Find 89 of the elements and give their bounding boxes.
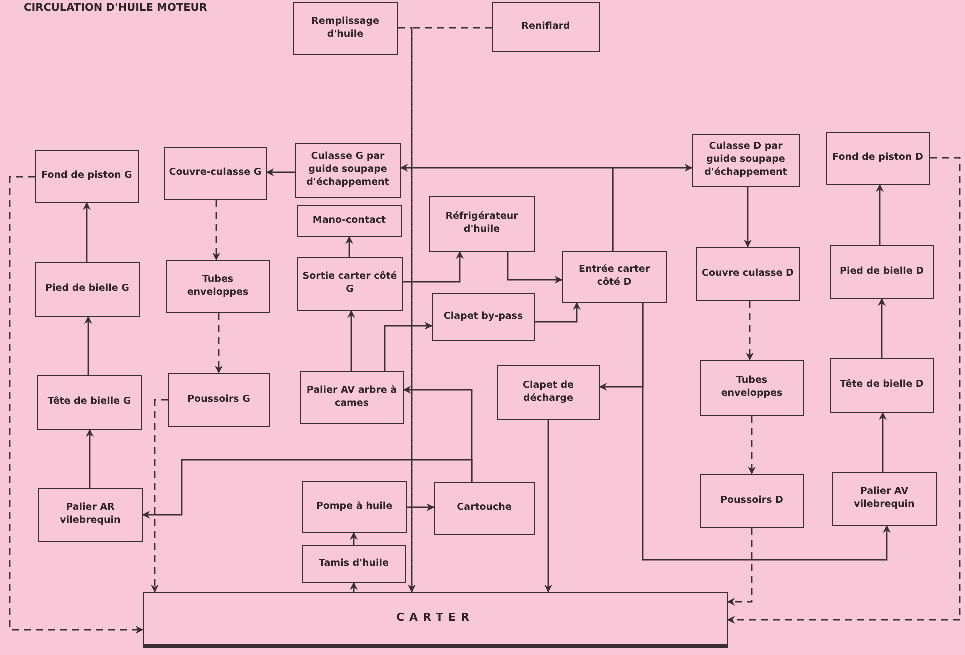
component-box bbox=[696, 247, 800, 301]
box-label: Palier AR vilebrequin bbox=[59, 502, 122, 528]
arrow bbox=[879, 412, 887, 472]
component-box bbox=[830, 245, 934, 299]
component-box bbox=[297, 205, 402, 237]
arrow bbox=[507, 252, 563, 284]
component-box bbox=[692, 134, 800, 187]
dashed-arrow bbox=[408, 27, 492, 593]
component-box bbox=[432, 293, 535, 341]
box-label: Poussoirs G bbox=[188, 394, 250, 406]
arrow bbox=[744, 187, 752, 248]
box-label: Réfrigérateur d'huile bbox=[444, 211, 520, 237]
component-box bbox=[293, 2, 398, 55]
box-label: Tamis d'huile bbox=[319, 558, 389, 570]
box-label: Poussoirs D bbox=[720, 494, 784, 508]
component-box bbox=[830, 358, 934, 413]
box-label: Pied de bielle G bbox=[46, 283, 130, 296]
component-box bbox=[826, 132, 930, 185]
component-box bbox=[302, 545, 406, 583]
box-label: CARTER bbox=[396, 611, 475, 626]
box-label: Tubes enveloppes bbox=[186, 274, 250, 300]
box-label: Tubes enveloppes bbox=[720, 375, 784, 401]
box-label: Sortie carter côté G bbox=[302, 271, 398, 297]
arrow bbox=[384, 322, 433, 371]
diagram-title: CIRCULATION D'HUILE MOTEUR bbox=[24, 2, 208, 16]
component-box bbox=[168, 373, 270, 427]
box-label: Entrée carter côté D bbox=[578, 264, 652, 290]
arrow bbox=[346, 236, 354, 257]
arrow bbox=[612, 164, 693, 251]
box-label: Couvre culasse D bbox=[702, 268, 794, 280]
arrow bbox=[350, 582, 358, 592]
dashed-arrow bbox=[215, 313, 223, 374]
box-label: Palier AV vilebrequin bbox=[853, 486, 916, 512]
arrow bbox=[535, 302, 581, 323]
box-label: Clapet de décharge bbox=[522, 380, 575, 406]
arrow bbox=[84, 316, 92, 375]
component-box bbox=[492, 2, 600, 52]
component-box bbox=[166, 260, 270, 313]
arrow bbox=[266, 168, 295, 176]
box-label: Mano-contact bbox=[312, 214, 386, 228]
dashed-arrow bbox=[727, 528, 753, 606]
component-box bbox=[434, 482, 535, 535]
component-box bbox=[562, 251, 667, 303]
arrow bbox=[878, 298, 886, 358]
component-box bbox=[700, 360, 804, 416]
arrow bbox=[407, 504, 435, 512]
box-label: Cartouche bbox=[457, 502, 512, 515]
arrow bbox=[544, 420, 552, 593]
box-label: Culasse G par guide soupape d'échappement bbox=[306, 151, 390, 190]
component-box bbox=[429, 196, 535, 252]
arrow bbox=[350, 532, 358, 545]
arrow bbox=[403, 251, 464, 283]
component-box bbox=[700, 474, 804, 528]
arrow bbox=[876, 184, 884, 245]
arrow bbox=[142, 459, 473, 519]
dashed-arrow bbox=[746, 301, 754, 361]
box-label: Clapet by-pass bbox=[444, 310, 524, 324]
box-label: Tête de bielle D bbox=[840, 379, 924, 392]
arrow bbox=[83, 202, 91, 262]
component-box bbox=[300, 371, 404, 424]
box-label: Fond de piston D bbox=[832, 152, 924, 165]
box-label: Couvre-culasse G bbox=[169, 167, 262, 180]
dashed-arrow bbox=[151, 399, 168, 593]
component-box bbox=[295, 143, 401, 198]
dashed-arrow bbox=[727, 157, 961, 624]
component-box bbox=[832, 472, 937, 526]
arrow bbox=[348, 310, 356, 371]
dashed-arrow bbox=[9, 176, 144, 634]
box-label: Palier AV arbre à cames bbox=[306, 384, 398, 410]
component-box bbox=[38, 488, 143, 542]
box-label: Pompe à huile bbox=[316, 500, 393, 514]
box-label: Culasse D par guide soupape d'échappement bbox=[704, 141, 788, 180]
box-label: Reniflard bbox=[522, 20, 570, 34]
arrow bbox=[599, 303, 644, 391]
dashed-arrow bbox=[748, 416, 756, 475]
component-box bbox=[164, 147, 267, 200]
component-box bbox=[35, 150, 139, 203]
component-box bbox=[297, 257, 403, 311]
box-label: Fond de piston G bbox=[42, 170, 132, 183]
dashed-arrow bbox=[212, 200, 220, 261]
box-label: Remplissage d'huile bbox=[310, 16, 380, 42]
component-box bbox=[37, 375, 142, 430]
component-box bbox=[302, 481, 407, 533]
box-label: Tête de bielle G bbox=[48, 396, 132, 409]
crankcase-box bbox=[143, 592, 728, 648]
component-box bbox=[35, 262, 140, 317]
arrow bbox=[86, 429, 94, 488]
component-box bbox=[497, 365, 600, 420]
box-label: Pied de bielle D bbox=[840, 266, 924, 278]
